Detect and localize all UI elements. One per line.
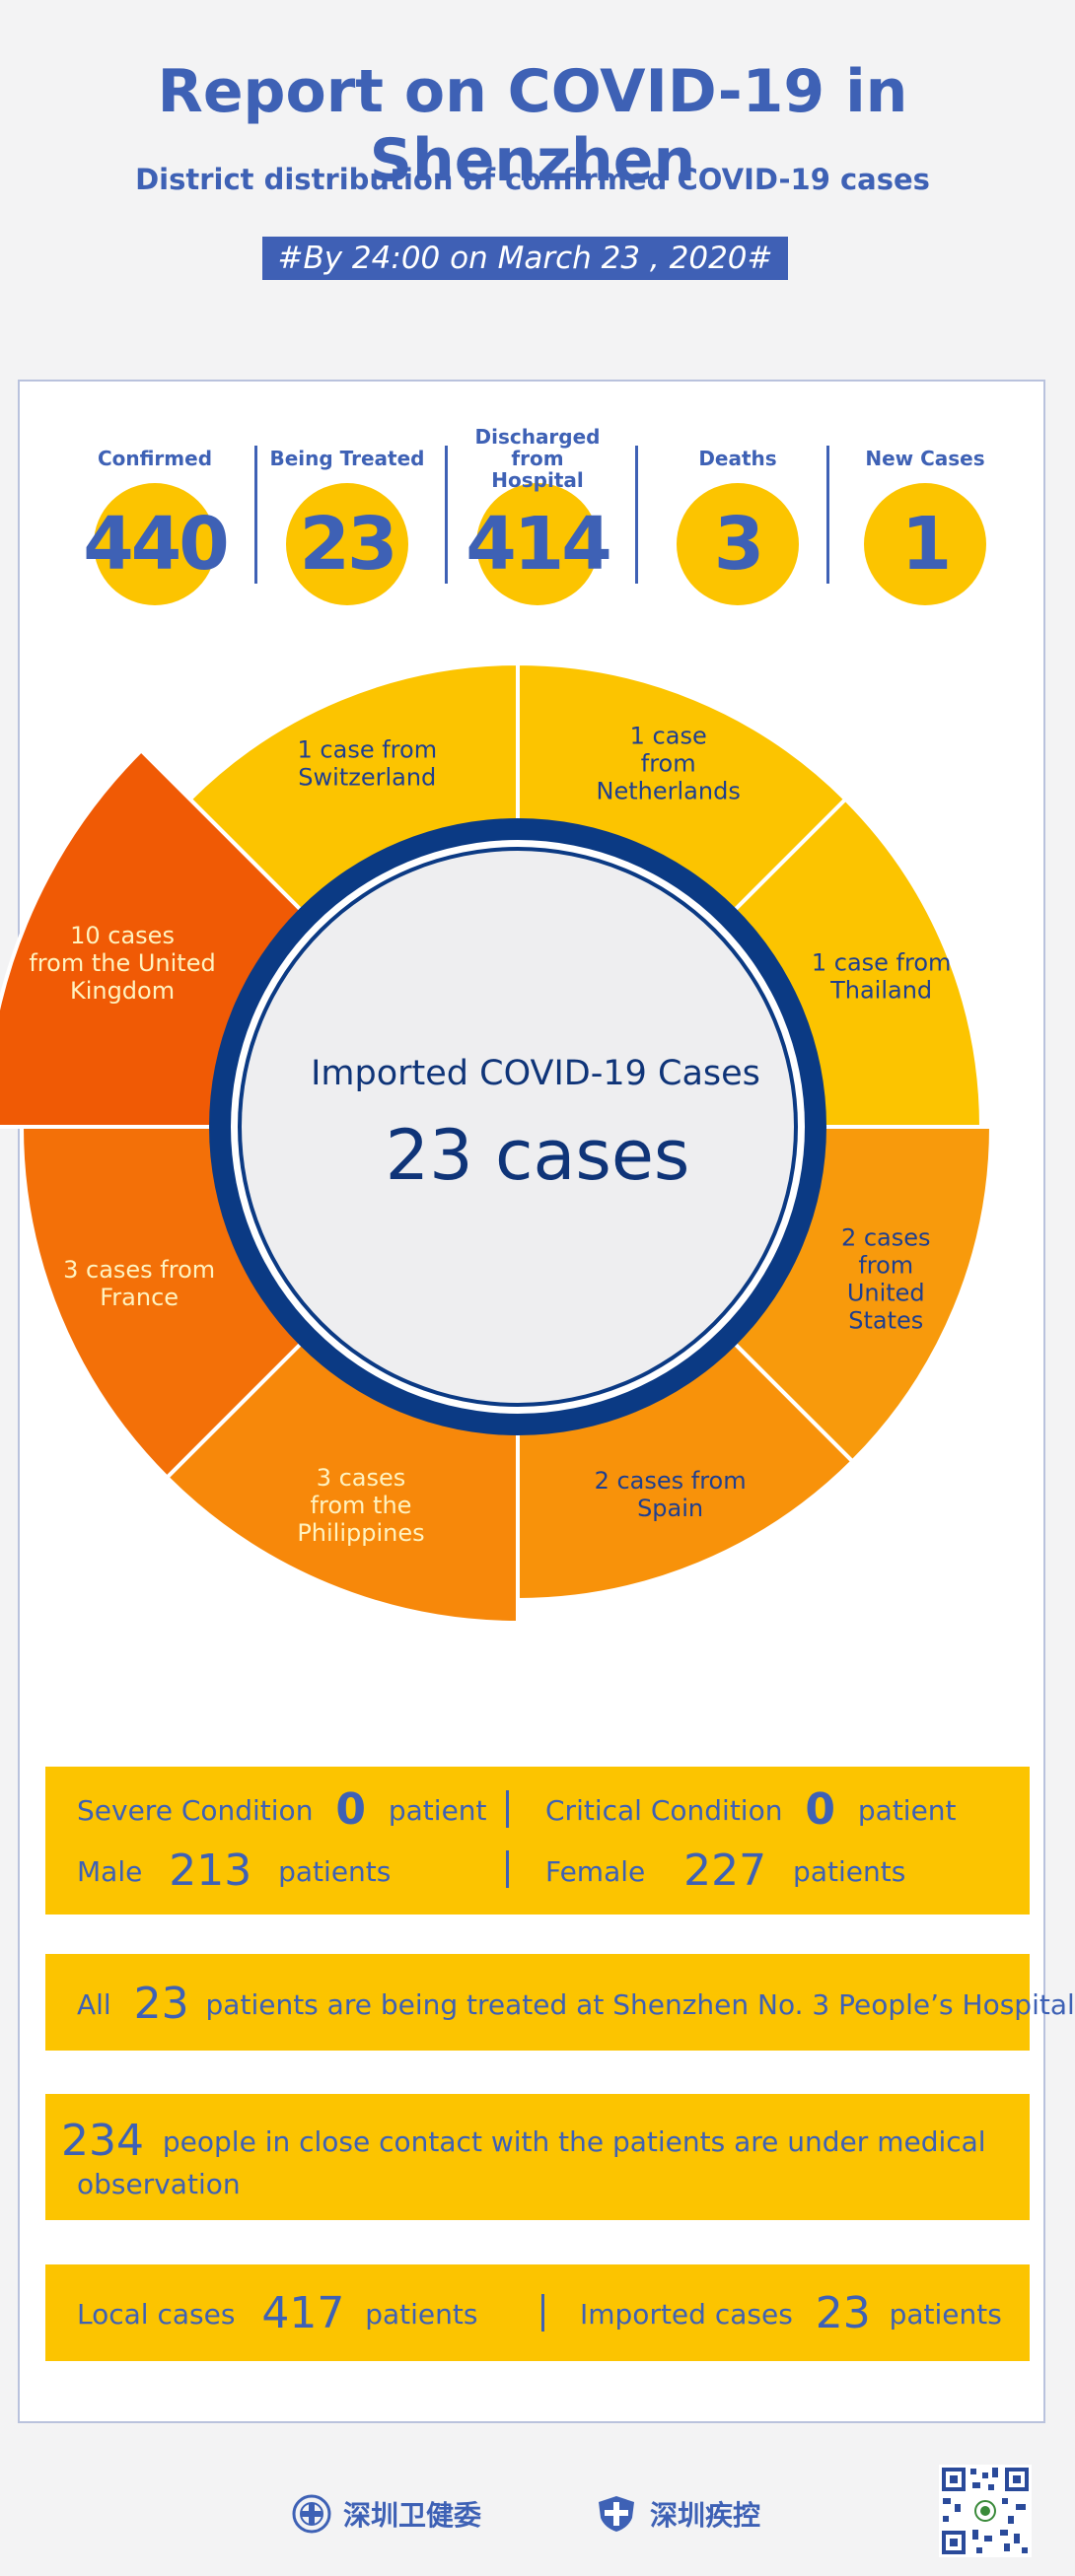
org2-name: 深圳疾控 xyxy=(650,2499,761,2532)
footer-org1: 深圳卫健委 xyxy=(292,2494,481,2534)
date-banner: #By 24:00 on March 23 , 2020# xyxy=(262,237,788,280)
imported-unit: patients xyxy=(889,2298,1002,2331)
conditions-box: Severe Condition 0 patient Critical Cond… xyxy=(45,1767,1030,1915)
qr-code-icon[interactable] xyxy=(939,2465,1032,2557)
stat-label: Confirmed xyxy=(97,447,213,470)
divider xyxy=(506,1790,509,1828)
stat-label: New Cases xyxy=(865,447,985,470)
severe-unit: patient xyxy=(388,1794,487,1827)
divider xyxy=(635,446,638,584)
footer-org2: 深圳疾控 xyxy=(595,2494,760,2534)
treatment-value: 23 xyxy=(133,1979,189,2029)
divider xyxy=(506,1850,509,1888)
health-commission-logo-icon xyxy=(292,2494,331,2534)
stat-deaths: Deaths 3 xyxy=(644,434,831,605)
imported-value: 23 xyxy=(815,2288,871,2338)
treatment-box: All 23 patients are being treated at She… xyxy=(45,1954,1075,2051)
stat-value: 3 xyxy=(677,483,799,605)
stat-value: 1 xyxy=(864,483,986,605)
org1-name: 深圳卫健委 xyxy=(343,2499,482,2532)
contacts-text-cont: observation xyxy=(77,2168,241,2200)
stat-confirmed: Confirmed 440 xyxy=(61,434,249,605)
origin-box: Local cases 417 patients Imported cases … xyxy=(45,2264,1030,2361)
male-value: 213 xyxy=(169,1845,252,1896)
female-unit: patients xyxy=(793,1855,906,1888)
stat-new-cases: New Cases 1 xyxy=(831,434,1019,605)
page-title: Report on COVID-19 in Shenzhen xyxy=(157,57,908,195)
female-label: Female xyxy=(545,1855,646,1888)
cdc-shield-logo-icon xyxy=(599,2496,634,2532)
divider xyxy=(826,446,829,584)
male-unit: patients xyxy=(278,1855,392,1888)
divider xyxy=(541,2294,544,2332)
hub-face xyxy=(242,851,794,1403)
stat-value: 23 xyxy=(286,483,408,605)
critical-unit: patient xyxy=(857,1794,957,1827)
critical-value: 0 xyxy=(805,1784,835,1835)
severe-value: 0 xyxy=(335,1784,366,1835)
contacts-box: 234 people in close contact with the pat… xyxy=(45,2094,1030,2220)
stat-label: Deaths xyxy=(698,447,777,470)
stat-value: 414 xyxy=(466,483,612,605)
divider xyxy=(445,446,448,584)
divider xyxy=(254,446,257,584)
center-title: Imported COVID-19 Cases xyxy=(311,1054,760,1093)
contacts-value: 234 xyxy=(61,2116,144,2166)
page-subtitle: District distribution of confirmed COVID… xyxy=(135,163,930,196)
stat-value: 440 xyxy=(83,483,230,605)
imported-label: Imported cases xyxy=(580,2298,793,2331)
local-value: 417 xyxy=(261,2288,345,2338)
treatment-text: patients are being treated at Shenzhen N… xyxy=(205,1988,1075,2021)
stat-discharged: Discharged from Hospital 414 xyxy=(444,426,631,605)
local-label: Local cases xyxy=(77,2298,236,2331)
local-unit: patients xyxy=(365,2298,478,2331)
contacts-text: people in close contact with the patient… xyxy=(162,2125,986,2158)
treatment-prefix: All xyxy=(77,1988,111,2021)
severe-label: Severe Condition xyxy=(77,1794,314,1827)
critical-label: Critical Condition xyxy=(545,1794,783,1827)
center-value: 23 cases xyxy=(386,1115,690,1196)
male-label: Male xyxy=(77,1855,143,1888)
female-value: 227 xyxy=(683,1845,767,1896)
stat-label: Being Treated xyxy=(269,447,425,470)
stat-being-treated: Being Treated 23 xyxy=(253,434,441,605)
